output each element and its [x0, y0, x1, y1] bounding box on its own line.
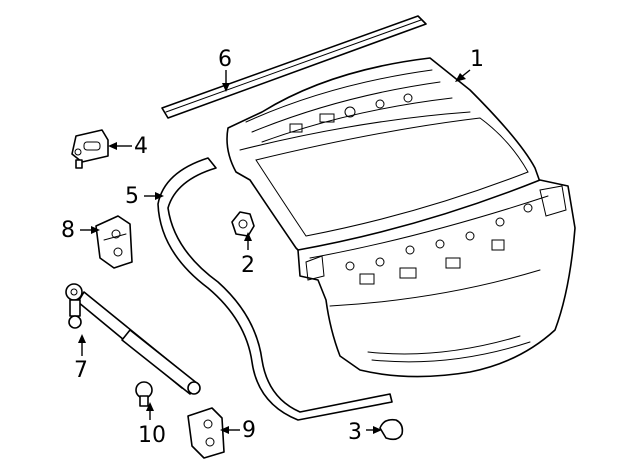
part-6-molding-strip: [161, 15, 427, 119]
callout-4: 4: [134, 134, 148, 159]
callout-9: 9: [242, 418, 256, 443]
callout-3: 3: [348, 420, 362, 445]
part-5-weatherstrip: [157, 157, 393, 421]
callout-5: 5: [125, 184, 139, 209]
leader-lines: [78, 69, 471, 434]
part-9-hinge: [187, 407, 225, 459]
callout-1: 1: [470, 47, 484, 72]
part-1-liftgate: [226, 57, 576, 378]
part-8-hinge: [95, 215, 133, 269]
callout-7: 7: [74, 358, 88, 383]
callout-8: 8: [61, 218, 75, 243]
callout-10: 10: [138, 423, 166, 448]
callout-6: 6: [218, 47, 232, 72]
part-3-bumper: [379, 418, 404, 441]
callout-2: 2: [241, 253, 255, 278]
part-7-lift-strut: [65, 283, 201, 395]
part-4-latch: [71, 129, 109, 169]
part-10-clip: [135, 381, 153, 407]
part-2-switch: [231, 211, 255, 237]
